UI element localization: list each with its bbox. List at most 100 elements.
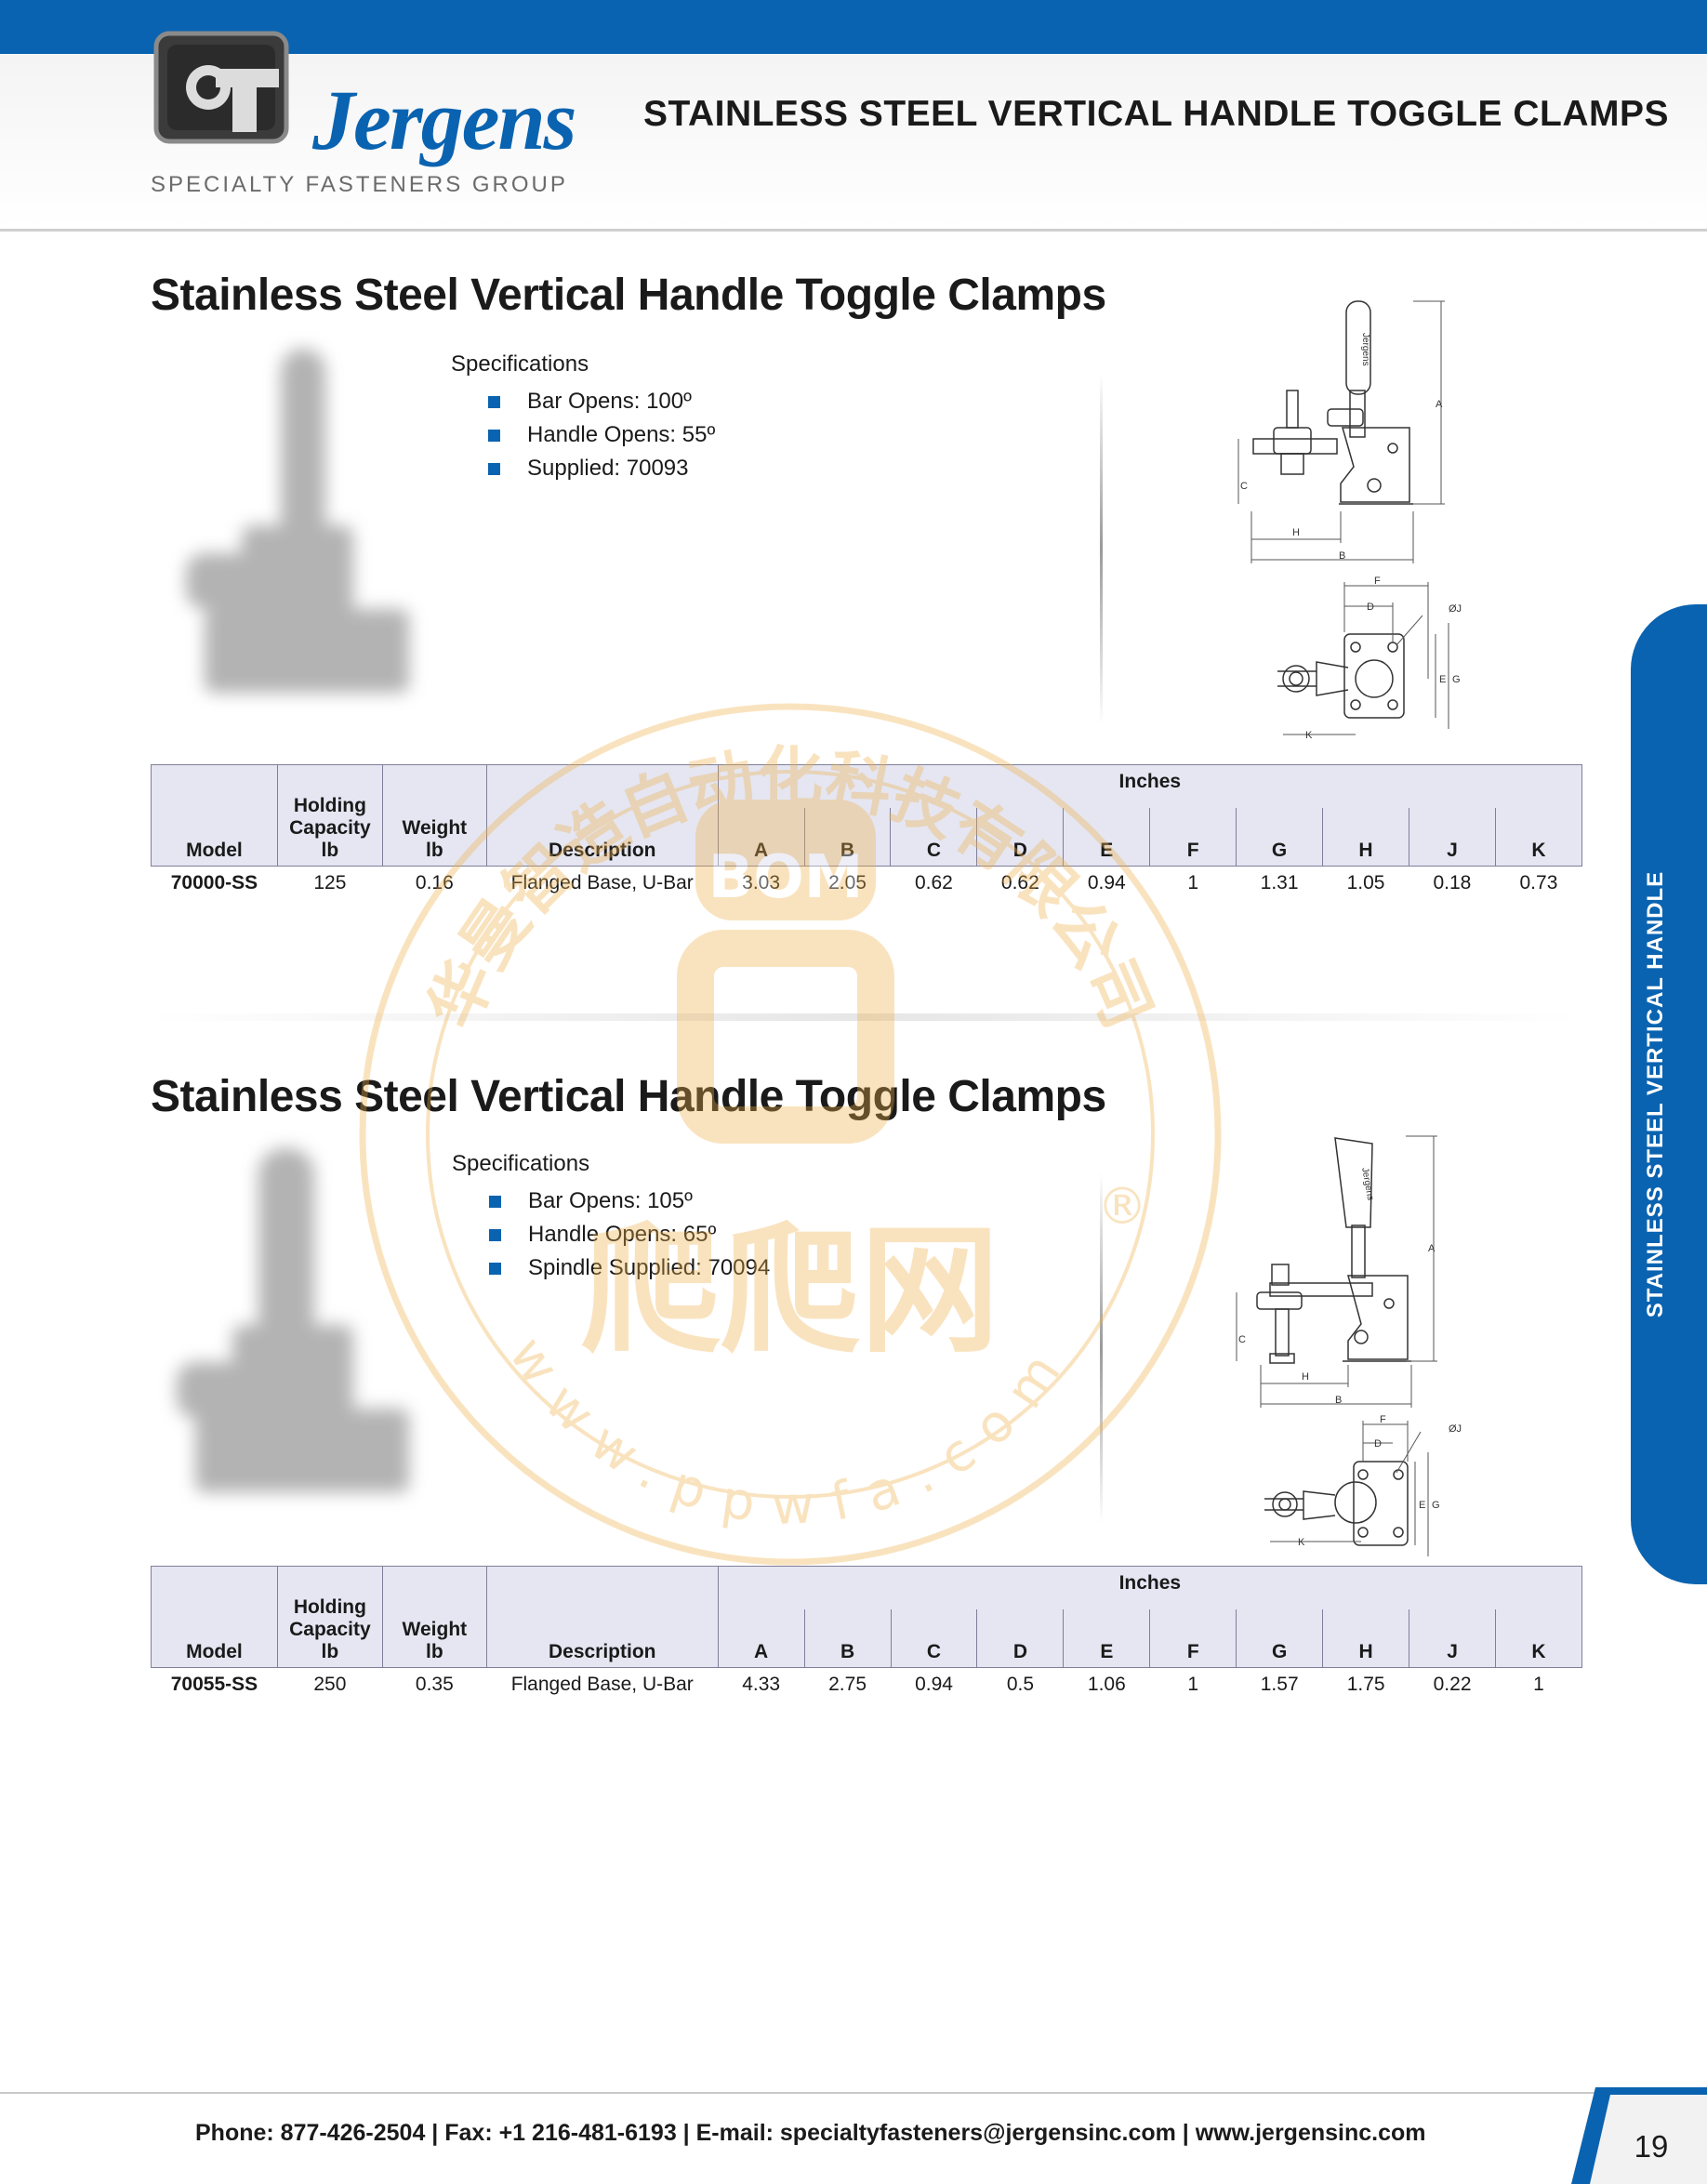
svg-text:www.ppwfa.com: www.ppwfa.com (497, 1327, 1084, 1538)
spec-block-2: Specifications Bar Opens: 105º Handle Op… (452, 1151, 770, 1285)
page-number: 19 (1634, 2129, 1669, 2164)
dimension-drawing-2: Jergens A C H B F D ØJ E G K (1236, 1135, 1462, 1556)
svg-text:Jergens: Jergens (1359, 1167, 1375, 1201)
header-description: Description (485, 1566, 719, 1668)
square-bullet-icon (489, 1196, 501, 1208)
header-col: D (976, 808, 1065, 867)
svg-text:G: G (1452, 674, 1461, 685)
cell-c: 0.94 (915, 1674, 953, 1695)
spec-item: Bar Opens: 100º (451, 385, 715, 418)
svg-text:®: ® (1097, 1177, 1147, 1236)
spec-item: Handle Opens: 65º (452, 1218, 770, 1251)
clamp-photo-1 (186, 349, 409, 693)
brand-name: Jergens (312, 73, 576, 167)
svg-text:B: B (1339, 550, 1345, 562)
svg-text:F: F (1374, 576, 1381, 587)
cell-j: 0.22 (1433, 1674, 1472, 1695)
header-col: E (1063, 808, 1151, 867)
cell-weight: 0.16 (415, 872, 454, 893)
cell-f: 1 (1187, 1674, 1199, 1695)
svg-text:A: A (1436, 399, 1443, 410)
cell-c: 0.62 (914, 872, 953, 893)
header-inches: Inches (717, 1566, 1583, 1609)
section-2-title: Stainless Steel Vertical Handle Toggle C… (151, 1072, 1106, 1121)
header-col: A (717, 1609, 805, 1668)
svg-text:H: H (1292, 527, 1300, 538)
jergens-logo-icon (153, 31, 289, 144)
header-col: A (717, 808, 805, 867)
header-col: G (1236, 1609, 1324, 1668)
table-row: 70000-SS 125 0.16 Flanged Base, U-Bar 3.… (152, 867, 1582, 901)
header-col: J (1409, 1609, 1497, 1668)
spec-item: Handle Opens: 55º (451, 418, 715, 452)
vertical-divider (1100, 1171, 1103, 1525)
spec-list: Bar Opens: 100º Handle Opens: 55º Suppli… (451, 385, 715, 485)
svg-text:ØJ: ØJ (1449, 603, 1462, 615)
cell-d: 0.62 (1000, 872, 1039, 893)
square-bullet-icon (488, 430, 500, 442)
svg-text:B: B (1335, 1395, 1342, 1406)
header-col: B (803, 808, 892, 867)
cell-description: Flanged Base, U-Bar (510, 872, 694, 893)
cell-g: 1.31 (1260, 872, 1299, 893)
svg-text:F: F (1380, 1414, 1386, 1425)
section-divider (149, 1013, 1581, 1021)
square-bullet-icon (489, 1229, 501, 1241)
svg-text:K: K (1305, 730, 1313, 741)
side-tab-label: STAINLESS STEEL VERTICAL HANDLE (1643, 870, 1668, 1318)
cell-h: 1.75 (1346, 1674, 1385, 1695)
cell-g: 1.57 (1260, 1674, 1299, 1695)
svg-text:ØJ: ØJ (1449, 1423, 1462, 1435)
cell-b: 2.75 (828, 1674, 867, 1695)
vertical-divider (1100, 372, 1103, 725)
svg-text:H: H (1302, 1371, 1309, 1383)
header-col: C (890, 808, 978, 867)
cell-e: 0.94 (1087, 872, 1126, 893)
cell-a: 4.33 (742, 1674, 781, 1695)
cell-h: 1.05 (1346, 872, 1385, 893)
header-col: F (1149, 1609, 1237, 1668)
header-title: STAINLESS STEEL VERTICAL HANDLE TOGGLE C… (643, 94, 1670, 134)
header-col: H (1322, 1609, 1410, 1668)
cell-f: 1 (1187, 872, 1199, 893)
cell-e: 1.06 (1087, 1674, 1126, 1695)
header-col: F (1149, 808, 1237, 867)
header-col: K (1495, 1609, 1582, 1668)
svg-text:C: C (1238, 1334, 1246, 1345)
svg-text:E: E (1419, 1500, 1425, 1511)
header-col: K (1494, 808, 1583, 867)
header-col: C (890, 1609, 978, 1668)
header-model: Model (151, 1566, 278, 1668)
footer-contact: Phone: 877-426-2504 | Fax: +1 216-481-61… (195, 2120, 1426, 2146)
svg-text:G: G (1432, 1500, 1440, 1511)
header-col: J (1408, 808, 1496, 867)
square-bullet-icon (489, 1263, 501, 1275)
page-number-tab (1571, 2087, 1707, 2184)
svg-text:E: E (1439, 674, 1446, 685)
svg-text:A: A (1428, 1243, 1436, 1254)
side-tab (1631, 604, 1707, 1584)
svg-text:Jergens: Jergens (1360, 333, 1370, 366)
cell-description: Flanged Base, U-Bar (510, 1674, 694, 1695)
spec-item: Bar Opens: 105º (452, 1185, 770, 1218)
cell-k: 1 (1533, 1674, 1544, 1695)
header-col: B (803, 1609, 892, 1668)
svg-text:D: D (1367, 602, 1374, 613)
spec-item: Supplied: 70093 (451, 452, 715, 485)
header-col: E (1063, 1609, 1151, 1668)
cell-k: 0.73 (1519, 872, 1558, 893)
header-col: D (976, 1609, 1065, 1668)
cell-b: 2.05 (828, 872, 867, 893)
section-1-title: Stainless Steel Vertical Handle Toggle C… (151, 271, 1106, 320)
spec-list: Bar Opens: 105º Handle Opens: 65º Spindl… (452, 1185, 770, 1285)
svg-text:C: C (1240, 481, 1248, 492)
header-description: Description (485, 764, 719, 867)
spec-heading: Specifications (451, 351, 589, 377)
header-model: Model (151, 764, 278, 867)
